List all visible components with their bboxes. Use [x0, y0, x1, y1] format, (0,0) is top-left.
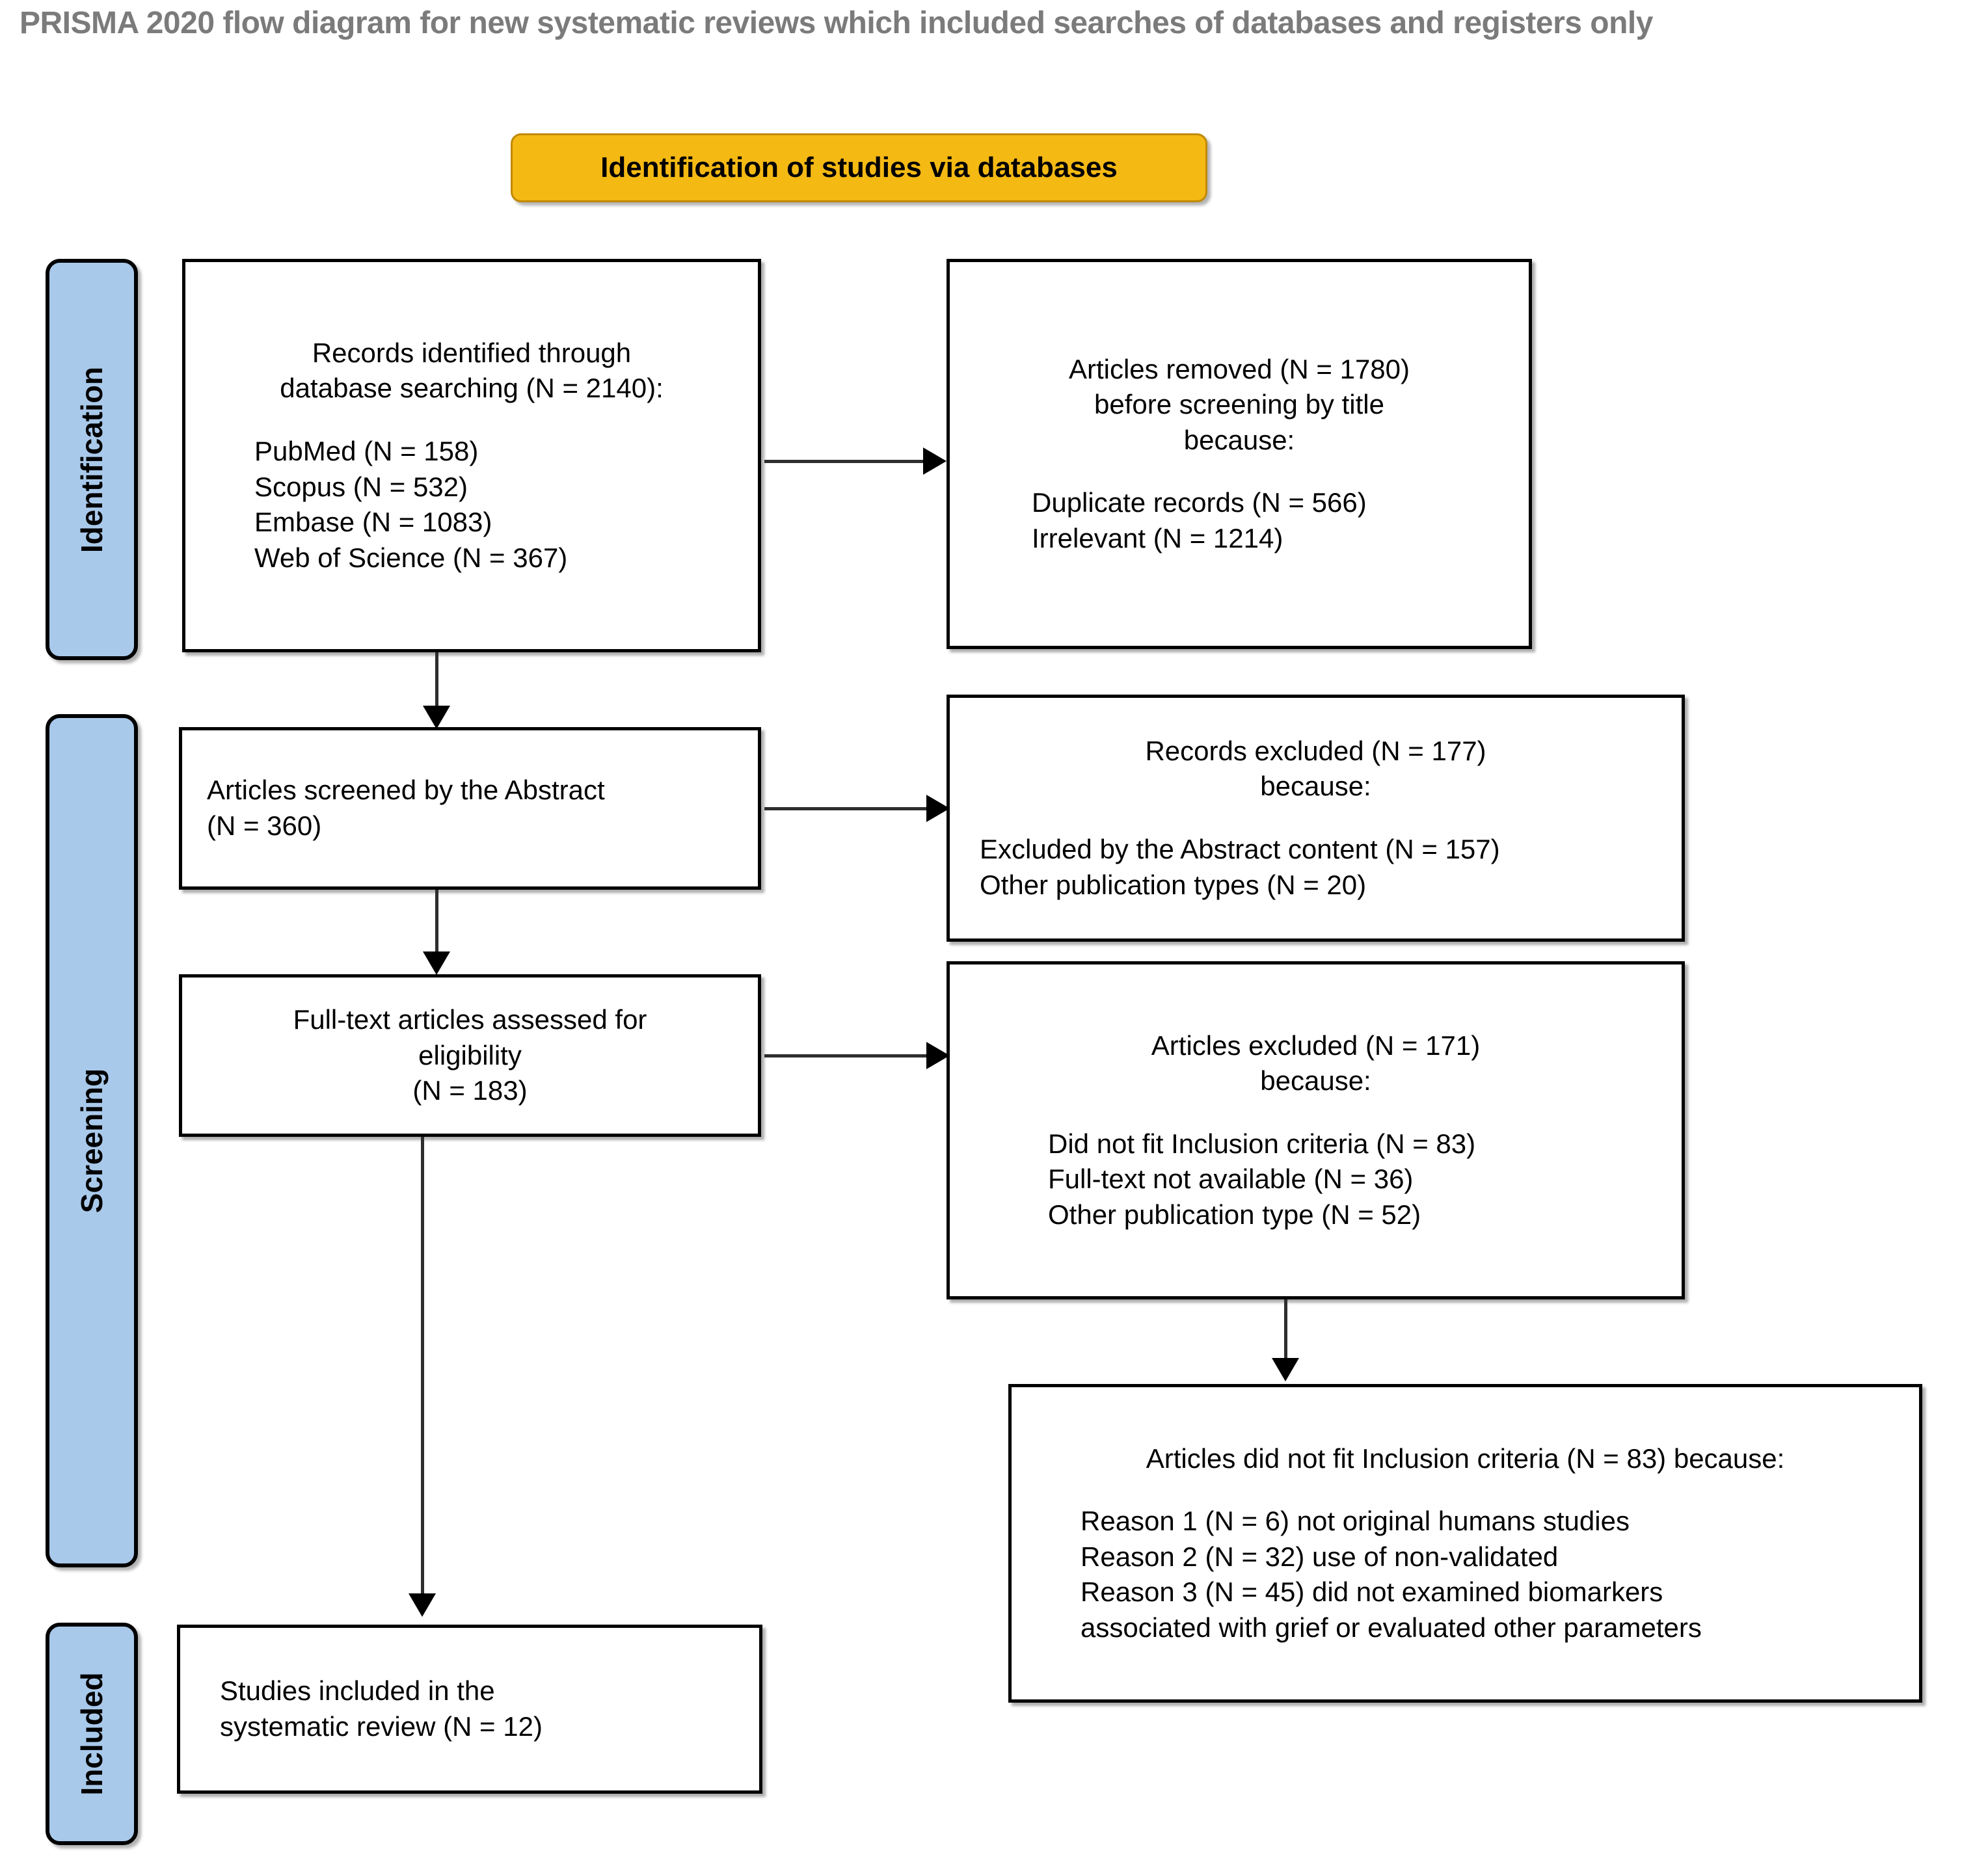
box-records-identified-line-0: Records identified through	[312, 337, 632, 368]
connector-shaft	[1284, 1299, 1287, 1364]
connector-fulltext-to-included	[409, 1137, 436, 1628]
phase-rail-identification-label: Identification	[75, 366, 109, 553]
box-inclusion-reasons-line-4: Reason 3 (N = 45) did not examined bioma…	[1081, 1576, 1663, 1608]
arrowhead-down-icon	[423, 706, 450, 729]
stage-banner-label: Identification of studies via databases	[600, 152, 1118, 183]
box-records-identified-line-4: Scopus (N = 532)	[254, 471, 468, 502]
arrowhead-down-icon	[409, 1593, 436, 1617]
box-records-excluded-line-3: Excluded by the Abstract content (N = 15…	[980, 834, 1500, 864]
box-records-excluded-line-1: because:	[1260, 771, 1371, 802]
box-articles-removed-line-1: before screening by title	[1094, 389, 1384, 420]
box-articles-screened-line-1: (N = 360)	[207, 810, 322, 841]
stage-banner-identification-databases: Identification of studies via databases	[511, 133, 1207, 202]
connector-excluded-to-reasons	[1272, 1299, 1299, 1387]
box-records-identified-line-1: database searching (N = 2140):	[280, 373, 664, 404]
box-articles-excluded-line-1: because:	[1260, 1065, 1371, 1097]
connector-shaft	[435, 652, 438, 712]
connector-identified-to-screened	[423, 652, 450, 730]
box-records-excluded-line-0: Records excluded (N = 177)	[1145, 735, 1486, 766]
box-inclusion-reasons: Articles did not fit Inclusion criteria …	[1008, 1384, 1922, 1703]
box-fulltext-assessed-line-1: eligibility	[418, 1039, 522, 1071]
box-articles-screened-line-0: Articles screened by the Abstract	[207, 775, 605, 806]
box-fulltext-assessed-line-0: Full-text articles assessed for	[293, 1004, 647, 1035]
page-title: PRISMA 2020 flow diagram for new systema…	[20, 6, 1653, 40]
phase-rail-identification: Identification	[46, 259, 138, 660]
connector-shaft	[764, 1054, 930, 1057]
connector-fulltext-to-excluded	[764, 1042, 950, 1069]
box-records-excluded-line-4: Other publication types (N = 20)	[980, 869, 1367, 900]
box-articles-removed-line-5: Irrelevant (N = 1214)	[1032, 522, 1283, 553]
arrowhead-down-icon	[423, 951, 450, 975]
box-inclusion-reasons-line-2: Reason 1 (N = 6) not original humans stu…	[1081, 1506, 1630, 1537]
box-articles-excluded-line-3: Did not fit Inclusion criteria (N = 83)	[1048, 1128, 1476, 1159]
connector-shaft	[435, 890, 438, 958]
arrowhead-down-icon	[1272, 1358, 1299, 1381]
box-articles-removed-line-4: Duplicate records (N = 566)	[1032, 487, 1367, 518]
box-inclusion-reasons-line-0: Articles did not fit Inclusion criteria …	[1146, 1443, 1785, 1474]
box-studies-included: Studies included in the systematic revie…	[177, 1625, 762, 1794]
phase-rail-screening-label: Screening	[75, 1068, 109, 1214]
box-articles-removed: Articles removed (N = 1780) before scree…	[947, 259, 1532, 649]
arrowhead-right-icon	[926, 795, 950, 822]
box-articles-removed-line-2: because:	[1183, 424, 1295, 455]
connector-shaft	[764, 807, 930, 810]
connector-identified-to-removed	[764, 447, 947, 475]
phase-rail-included: Included	[46, 1623, 138, 1845]
arrowhead-right-icon	[923, 447, 947, 475]
box-records-identified-line-5: Embase (N = 1083)	[254, 507, 492, 538]
box-records-identified-line-6: Web of Science (N = 367)	[254, 542, 568, 573]
box-studies-included-line-1: systematic review (N = 12)	[220, 1711, 543, 1742]
box-records-identified: Records identified through database sear…	[182, 259, 761, 652]
arrowhead-right-icon	[926, 1042, 950, 1069]
phase-rail-screening: Screening	[46, 714, 138, 1567]
box-articles-excluded-line-4: Full-text not available (N = 36)	[1048, 1164, 1414, 1195]
connector-screened-to-fulltext	[423, 890, 450, 978]
connector-screened-to-excluded	[764, 795, 950, 822]
connector-shaft	[764, 460, 927, 463]
box-articles-excluded: Articles excluded (N = 171) because: Did…	[947, 961, 1685, 1299]
box-studies-included-line-0: Studies included in the	[220, 1675, 495, 1707]
box-articles-screened-abstract: Articles screened by the Abstract (N = 3…	[179, 727, 761, 890]
box-fulltext-assessed: Full-text articles assessed for eligibil…	[179, 974, 761, 1137]
box-records-excluded: Records excluded (N = 177) because: Excl…	[947, 695, 1685, 942]
phase-rail-included-label: Included	[75, 1672, 109, 1796]
box-inclusion-reasons-line-3: Reason 2 (N = 32) use of non-validated	[1081, 1541, 1559, 1572]
connector-shaft	[421, 1137, 424, 1600]
box-articles-excluded-line-5: Other publication type (N = 52)	[1048, 1199, 1421, 1230]
box-articles-removed-line-0: Articles removed (N = 1780)	[1068, 353, 1410, 384]
box-articles-excluded-line-0: Articles excluded (N = 171)	[1151, 1030, 1481, 1061]
box-records-identified-line-3: PubMed (N = 158)	[254, 435, 479, 466]
box-inclusion-reasons-line-5: associated with grief or evaluated other…	[1081, 1612, 1702, 1643]
box-fulltext-assessed-line-2: (N = 183)	[412, 1075, 528, 1106]
